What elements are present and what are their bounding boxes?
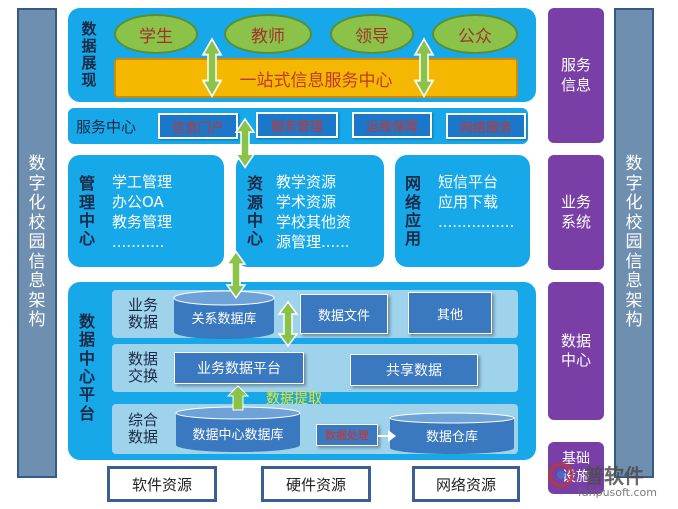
mgmt-items: 学工管理 办公OA 教务管理 ...........	[112, 172, 222, 252]
right-architecture-column: 数字化校园信息架构	[614, 8, 654, 478]
service-ops-button[interactable]: 运维保障	[352, 112, 432, 138]
watermark: 普软件 fanpusoft.com	[548, 456, 674, 502]
info-service-hub: 一站式信息服务中心	[114, 58, 518, 98]
list-item: 短信平台	[438, 173, 499, 191]
row-label-integrated: 综合数据	[127, 410, 158, 446]
resource-center-panel	[236, 155, 384, 267]
software-resources-button[interactable]: 软件资源	[107, 466, 217, 502]
category-label: 数据中心	[560, 331, 591, 370]
list-item: 教学资源	[276, 173, 337, 191]
data-warehouse-label: 数据仓库	[425, 429, 478, 445]
service-center-label: 服务中心	[76, 117, 137, 136]
mgmt-center-label: 管理中心	[78, 174, 95, 249]
list-item: ...........	[112, 233, 165, 251]
list-item: 源管理......	[276, 233, 350, 251]
list-item: 办公OA	[112, 193, 164, 211]
arrow-up-down-icon	[235, 118, 255, 169]
network-items: 短信平台 应用下载 ................	[438, 172, 528, 232]
list-item: 学校其他资	[276, 213, 352, 231]
list-item: 学工管理	[112, 173, 173, 191]
arrow-up-icon	[226, 385, 250, 411]
user-public: 公众	[432, 14, 518, 54]
data-display-label: 数据展现	[81, 19, 97, 90]
category-business-system: 业务系统	[548, 155, 604, 270]
arrow-up-down-icon	[226, 250, 246, 299]
shared-data-box: 共享数据	[350, 354, 478, 386]
resource-items: 教学资源 学术资源 学校其他资 源管理......	[276, 172, 384, 252]
left-column-label: 数字化校园信息架构	[28, 154, 46, 331]
list-item: 应用下载	[438, 193, 499, 211]
data-warehouse-cylinder	[389, 412, 515, 454]
data-extract-label: 数据提取	[266, 391, 322, 407]
row-label-exchange: 数据交换	[127, 349, 158, 385]
category-label: 服务信息	[560, 56, 591, 94]
data-processing-box: 数据处理	[316, 424, 378, 446]
watermark-brand: 普软件	[584, 464, 644, 488]
logo-icon	[548, 462, 574, 488]
relational-db-cylinder	[173, 290, 275, 339]
resource-center-label: 资源中心	[246, 174, 263, 249]
service-info-portal-button[interactable]: 信息门户	[158, 113, 238, 139]
other-box: 其他	[408, 292, 492, 334]
category-data-center: 数据中心	[548, 282, 604, 420]
list-item: ................	[438, 213, 515, 231]
arrow-up-down-icon	[202, 38, 222, 98]
row-label-business: 业务数据	[127, 295, 158, 331]
network-app-panel	[395, 155, 530, 267]
hardware-resources-button[interactable]: 硬件资源	[261, 466, 371, 502]
list-item: 教务管理	[112, 213, 173, 231]
business-data-platform-box: 业务数据平台	[174, 352, 304, 384]
relational-db-label: 关系数据库	[191, 311, 257, 327]
arrow-right-icon	[378, 430, 396, 442]
arrow-up-down-icon	[278, 301, 298, 347]
network-app-label: 网络应用	[404, 174, 421, 249]
user-leader: 领导	[330, 14, 414, 54]
user-teacher: 教师	[224, 14, 312, 54]
service-management-button[interactable]: 服务管理	[256, 112, 338, 138]
user-student: 学生	[114, 14, 198, 54]
data-platform-label: 数据中心平台	[78, 311, 95, 423]
left-architecture-column: 数字化校园信息架构	[17, 8, 57, 478]
network-resources-button[interactable]: 网络资源	[412, 466, 520, 502]
data-files-box: 数据文件	[300, 294, 388, 334]
arrow-up-down-icon	[414, 38, 434, 98]
data-center-db-label: 数据中心数据库	[192, 427, 284, 443]
mgmt-center-panel	[68, 155, 224, 267]
right-column-label: 数字化校园信息架构	[625, 154, 643, 331]
category-service-info: 服务信息	[548, 8, 604, 143]
category-label: 业务系统	[560, 193, 591, 231]
watermark-url: fanpusoft.com	[578, 486, 657, 499]
list-item: 学术资源	[276, 193, 337, 211]
service-network-button[interactable]: 网络服务	[446, 113, 526, 139]
